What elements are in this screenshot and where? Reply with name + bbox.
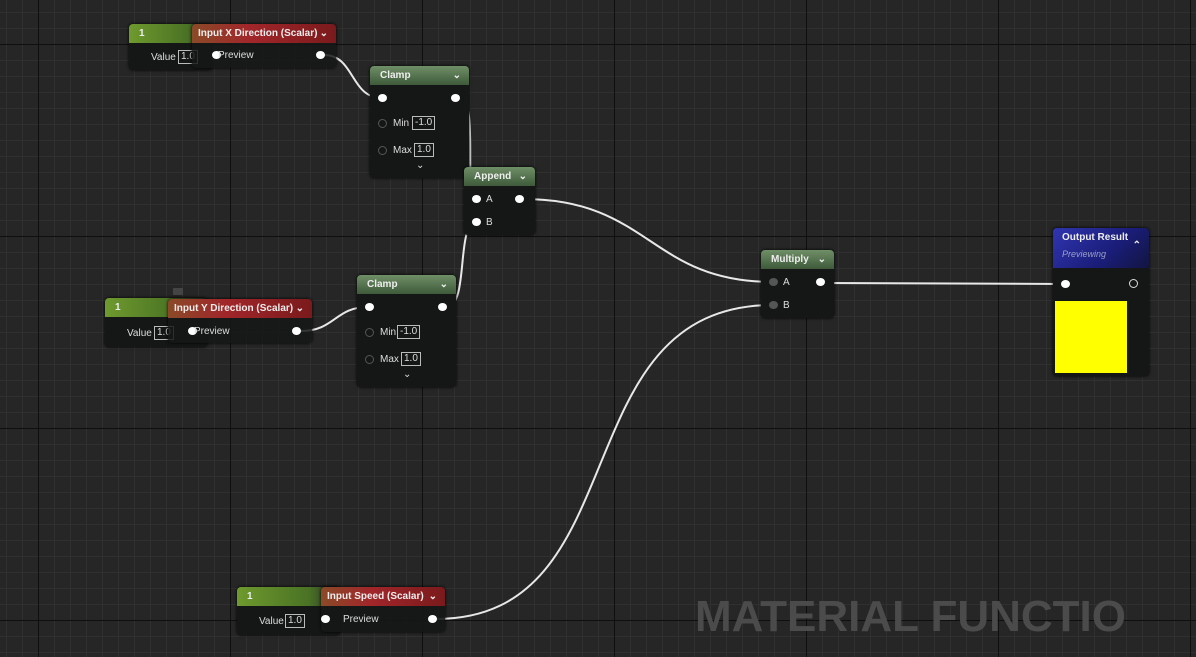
input-pin-a[interactable] [769, 278, 778, 286]
input-pin[interactable] [212, 51, 221, 59]
min-pin[interactable] [378, 119, 387, 128]
wire-multiply-output [823, 282, 1066, 285]
min-pin[interactable] [365, 328, 374, 337]
pin-label-a: A [783, 277, 790, 288]
input-pin[interactable] [378, 94, 387, 102]
input-pin-b[interactable] [769, 301, 778, 309]
function-input-x-node[interactable]: Input X Direction (Scalar)⌄ Preview [192, 24, 336, 68]
min-field[interactable]: -1.0 [397, 325, 421, 339]
min-field[interactable]: -1.0 [412, 116, 436, 130]
preview-label: Preview [343, 614, 379, 625]
wire-speed-multiply-b [435, 304, 774, 620]
output-pin[interactable] [515, 195, 524, 203]
chevron-down-icon[interactable]: ⌄ [295, 303, 304, 314]
node-title: Clamp [380, 70, 411, 81]
preview-label: Preview [194, 326, 230, 337]
preview-label: Preview [218, 50, 254, 61]
chevron-down-icon[interactable]: ⌄ [439, 279, 448, 290]
node-title: Input Y Direction (Scalar) [174, 303, 294, 314]
comment-marker [173, 288, 183, 295]
node-title: Input X Direction (Scalar) [198, 28, 318, 39]
pin-label-b: B [783, 300, 790, 311]
value-label: Value [127, 328, 152, 339]
max-label: Max [393, 145, 412, 156]
node-title: Multiply [771, 254, 809, 265]
min-label: Min [393, 118, 410, 129]
constant-header: 1 [129, 24, 212, 43]
max-pin[interactable] [378, 146, 387, 155]
min-label: Min [380, 327, 397, 338]
output-pin[interactable] [451, 94, 460, 102]
previewing-status: Previewing [1062, 249, 1107, 259]
input-pin[interactable] [1061, 280, 1070, 288]
function-input-speed-node[interactable]: Input Speed (Scalar) ⌄ Preview [321, 587, 445, 632]
pin-label-b: B [486, 217, 493, 228]
value-field[interactable]: 1.0 [285, 614, 305, 628]
output-pin[interactable] [1129, 279, 1138, 288]
material-function-watermark: MATERIAL FUNCTIO [695, 592, 1126, 641]
node-title: Output Result [1062, 232, 1129, 243]
node-title: Input Speed (Scalar) [327, 591, 424, 602]
preview-swatch [1055, 301, 1127, 373]
chevron-down-icon[interactable]: ⌄ [518, 171, 527, 182]
output-pin[interactable] [292, 327, 301, 335]
node-title: Clamp [367, 279, 398, 290]
function-input-y-node[interactable]: Input Y Direction (Scalar)⌄ Preview [168, 299, 312, 343]
max-field[interactable]: 1.0 [401, 352, 421, 366]
input-pin[interactable] [188, 327, 197, 335]
constant-header: 1 [237, 587, 340, 606]
clamp-node-1[interactable]: Clamp ⌄ Min -1.0 Max 1.0 ⌄ [370, 66, 469, 178]
output-pin[interactable] [816, 278, 825, 286]
chevron-down-icon[interactable]: ⌄ [452, 70, 461, 81]
append-node[interactable]: Append ⌄ A B [464, 167, 535, 235]
chevron-down-icon[interactable]: ⌄ [817, 254, 826, 265]
input-pin[interactable] [321, 615, 330, 623]
max-field[interactable]: 1.0 [414, 143, 434, 157]
value-label: Value [151, 52, 176, 63]
input-pin[interactable] [365, 303, 374, 311]
input-pin-b[interactable] [472, 218, 481, 226]
expand-chevron-icon[interactable]: ⌄ [416, 160, 425, 171]
expand-chevron-icon[interactable]: ⌄ [403, 369, 412, 380]
node-title: Append [474, 171, 512, 182]
input-pin-a[interactable] [472, 195, 481, 203]
output-pin[interactable] [428, 615, 437, 623]
clamp-node-2[interactable]: Clamp ⌄ Min -1.0 Max 1.0 ⌄ [357, 275, 456, 387]
multiply-node[interactable]: Multiply ⌄ A B [761, 250, 834, 318]
chevron-up-icon[interactable]: ⌃ [1132, 240, 1141, 251]
pin-label-a: A [486, 194, 493, 205]
wire-append-multiply-a [522, 198, 774, 283]
chevron-down-icon[interactable]: ⌄ [428, 591, 437, 602]
max-label: Max [380, 354, 399, 365]
output-result-node[interactable]: Output Result ⌃ Previewing [1053, 228, 1149, 376]
chevron-down-icon[interactable]: ⌄ [319, 28, 328, 39]
output-pin[interactable] [316, 51, 325, 59]
value-label: Value [259, 616, 284, 627]
output-pin[interactable] [438, 303, 447, 311]
max-pin[interactable] [365, 355, 374, 364]
